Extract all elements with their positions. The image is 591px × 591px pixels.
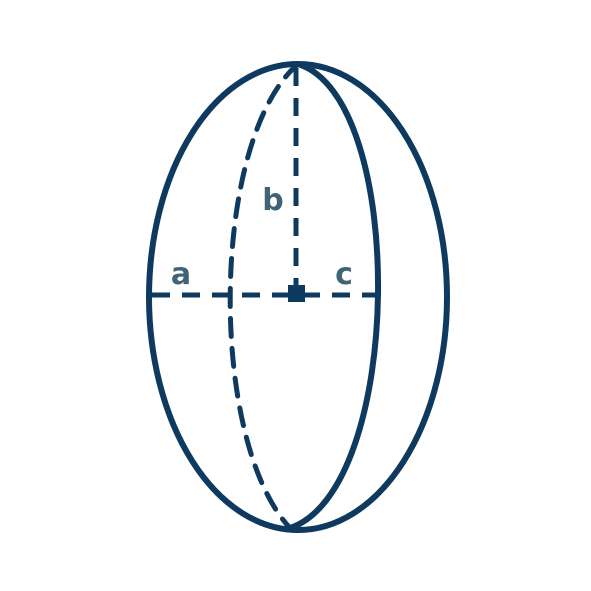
- center-point: [288, 285, 305, 302]
- hidden-meridian: [227, 61, 301, 531]
- label-a: a: [171, 257, 191, 292]
- front-meridian: [287, 61, 381, 531]
- label-c: c: [335, 257, 353, 292]
- label-b: b: [262, 183, 283, 218]
